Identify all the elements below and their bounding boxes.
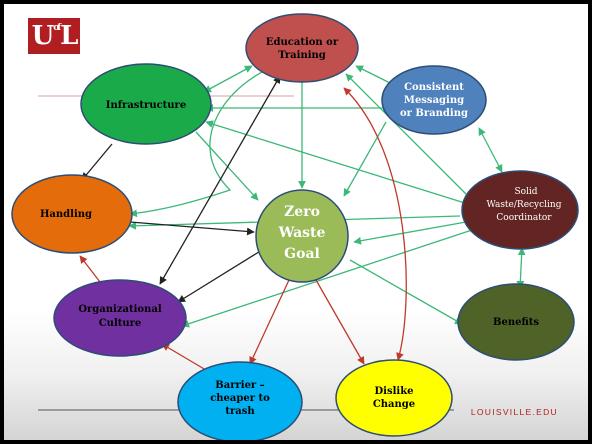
arrow-messaging-zero: [343, 121, 387, 197]
arrow-infra-education: [203, 65, 253, 93]
logo-letter-l: L: [60, 21, 78, 51]
arrow-zero-barrier: [249, 279, 290, 365]
node-infrastructure: Infrastructure: [80, 63, 212, 145]
logo-of: of: [53, 23, 61, 33]
arrow-infra-zero: [195, 131, 259, 201]
svg-text:Infrastructure: Infrastructure: [106, 100, 186, 111]
footer-website: LOUISVILLE.EDU: [470, 407, 558, 417]
arrow-infra-handling: [81, 143, 113, 181]
connectors: [79, 63, 526, 377]
arrow-coordinator-benefits: [516, 247, 526, 289]
node-handling: Handling: [11, 174, 133, 254]
arrow-coordinator-zero: [353, 221, 467, 245]
arrow-culture-education: [159, 75, 281, 285]
arrow-culture-handling: [79, 255, 101, 283]
arrow-zero-culture: [177, 249, 263, 303]
arrow-dislike-education: [343, 87, 407, 361]
logo-letter-u: U: [31, 21, 55, 51]
node-benefits: Benefits: [457, 283, 575, 361]
svg-text:Benefits: Benefits: [493, 317, 539, 328]
arrow-zero-dislike: [315, 279, 365, 365]
svg-text:Handling: Handling: [40, 209, 92, 220]
arrow-messaging-coordinator: [478, 127, 503, 173]
arrow-coordinator-culture: [181, 229, 473, 328]
